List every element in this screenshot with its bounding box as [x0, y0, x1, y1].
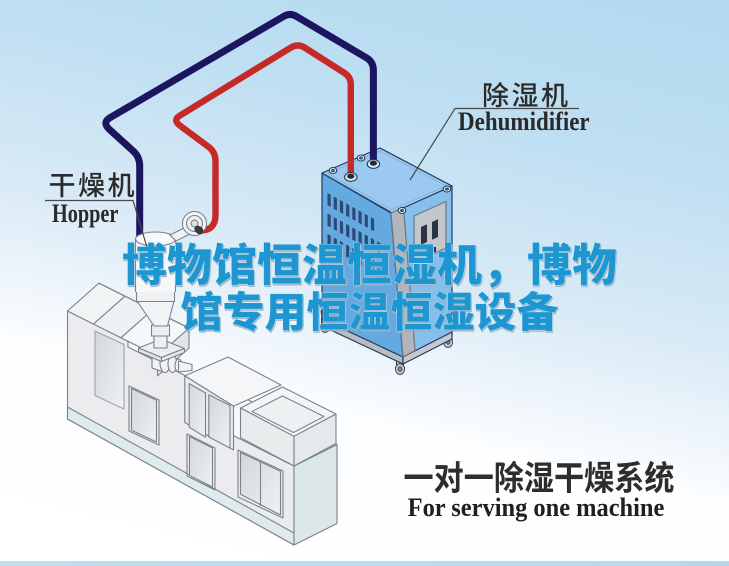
svg-text:For serving one machine: For serving one machine — [408, 494, 665, 522]
svg-text:Dehumidifier: Dehumidifier — [458, 108, 590, 137]
svg-text:Hopper: Hopper — [52, 200, 118, 229]
